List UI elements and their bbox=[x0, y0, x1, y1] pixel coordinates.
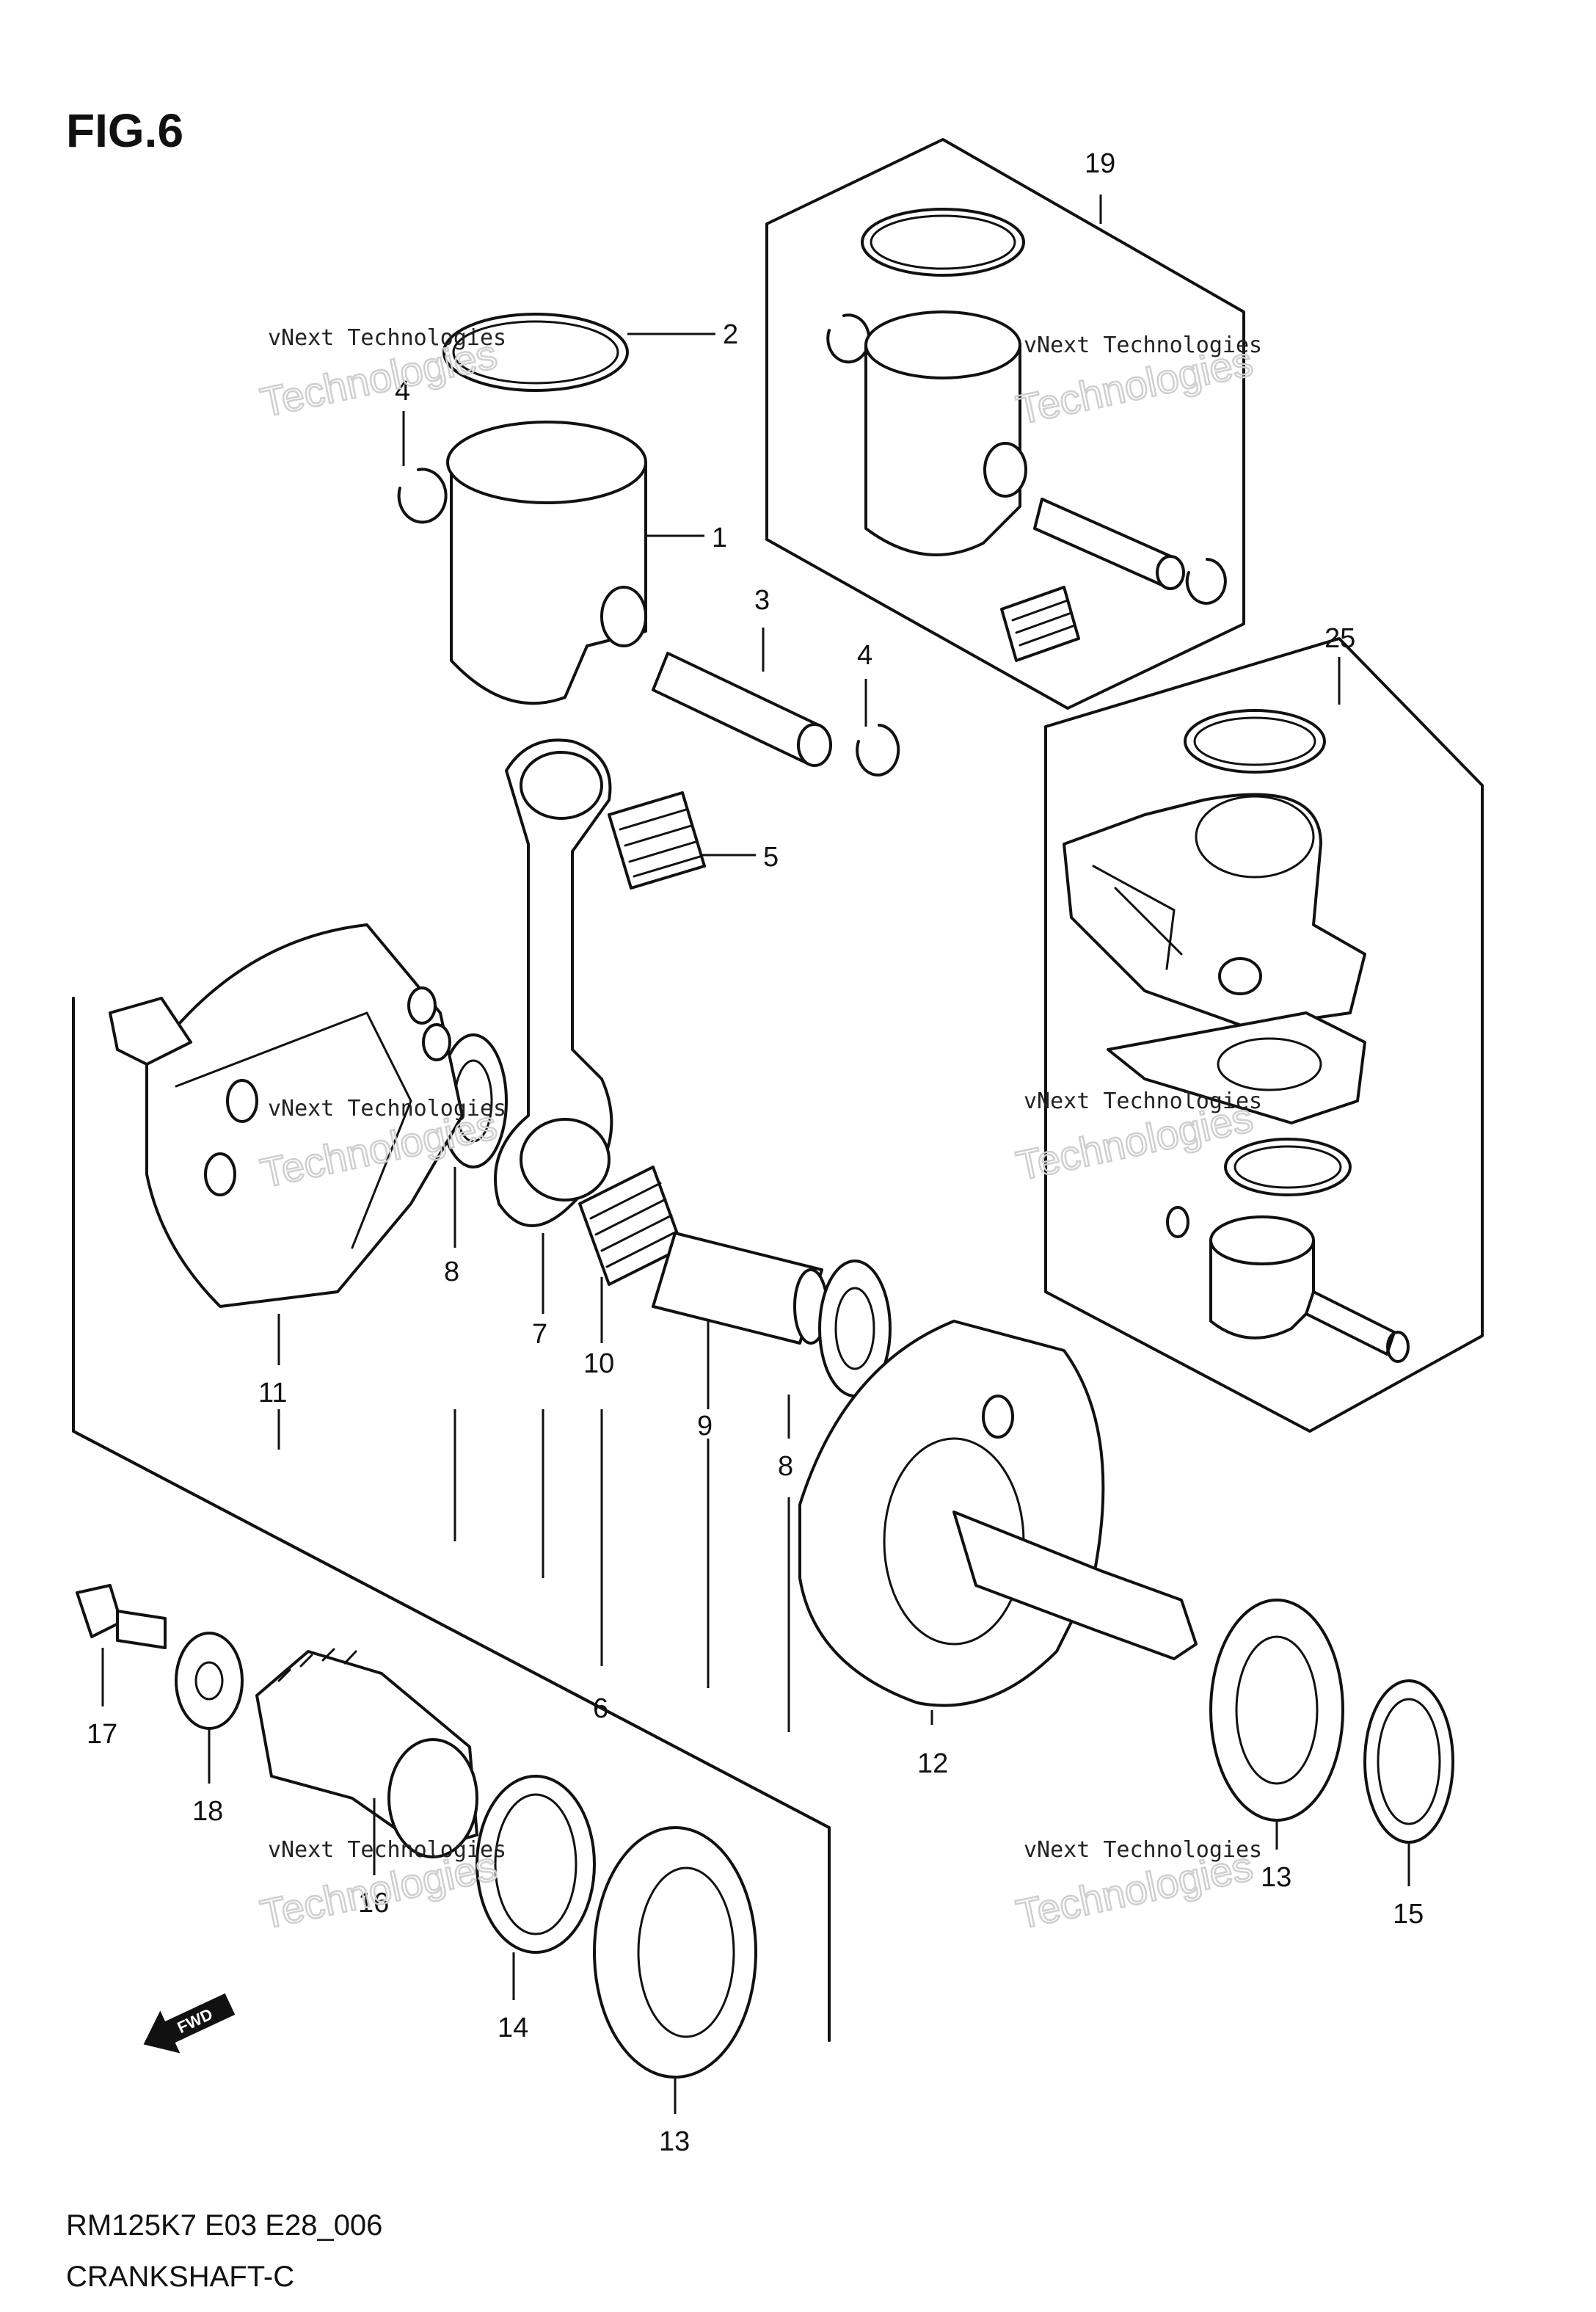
callout-14: 14 bbox=[498, 2013, 528, 2043]
callout-1: 1 bbox=[712, 523, 727, 553]
callout-16: 16 bbox=[358, 1888, 389, 1919]
watermark-2: Technologies vNext Technologies bbox=[1011, 332, 1262, 434]
watermark-5: Technologies vNext Technologies bbox=[255, 1837, 506, 1938]
callouts: 2 1 3 4 4 5 19 25 8 7 10 9 8 11 6 12 13 … bbox=[87, 148, 1424, 2157]
forward-arrow-icon: FWD bbox=[143, 1993, 236, 2054]
callout-13a: 13 bbox=[659, 2126, 690, 2157]
watermark-5-text: vNext Technologies bbox=[268, 1837, 506, 1863]
callout-2: 2 bbox=[723, 319, 738, 350]
watermark-6-text: vNext Technologies bbox=[1024, 1837, 1262, 1863]
kit-19-box bbox=[765, 138, 1245, 710]
callout-6: 6 bbox=[593, 1693, 608, 1724]
callout-9: 9 bbox=[697, 1411, 713, 1442]
callout-4a: 4 bbox=[395, 376, 410, 407]
callout-15: 15 bbox=[1393, 1899, 1424, 1930]
section-name: CRANKSHAFT-C bbox=[66, 2261, 294, 2293]
callout-19: 19 bbox=[1085, 148, 1115, 179]
watermark-4-text: vNext Technologies bbox=[1024, 1088, 1262, 1114]
callout-17: 17 bbox=[87, 1719, 117, 1750]
watermark-6: Technologies vNext Technologies bbox=[1011, 1837, 1262, 1938]
watermark-1: Technologies vNext Technologies bbox=[255, 325, 506, 426]
leader-lines bbox=[101, 195, 1410, 2114]
callout-12: 12 bbox=[917, 1748, 948, 1779]
callout-7: 7 bbox=[532, 1319, 547, 1350]
callout-5: 5 bbox=[763, 842, 779, 873]
main-assembly bbox=[76, 313, 1454, 2079]
callout-25: 25 bbox=[1324, 623, 1355, 654]
model-code: RM125K7 E03 E28_006 bbox=[66, 2209, 382, 2242]
callout-4b: 4 bbox=[857, 640, 872, 671]
crankshaft-group-frame bbox=[72, 997, 831, 2042]
callout-11: 11 bbox=[258, 1378, 287, 1408]
callout-10: 10 bbox=[583, 1348, 614, 1379]
callout-13b: 13 bbox=[1261, 1862, 1291, 1893]
callout-18: 18 bbox=[192, 1796, 223, 1827]
watermark-3-text: vNext Technologies bbox=[268, 1096, 506, 1122]
watermark-2-text: vNext Technologies bbox=[1024, 332, 1262, 358]
callout-8a: 8 bbox=[444, 1257, 459, 1287]
watermark-4: Technologies vNext Technologies bbox=[1011, 1088, 1262, 1190]
callout-8b: 8 bbox=[778, 1451, 793, 1482]
watermark-1-text: vNext Technologies bbox=[268, 325, 506, 351]
figure-title: FIG.6 bbox=[66, 104, 183, 157]
kit-25-box bbox=[1044, 637, 1484, 1433]
callout-3: 3 bbox=[754, 585, 770, 616]
